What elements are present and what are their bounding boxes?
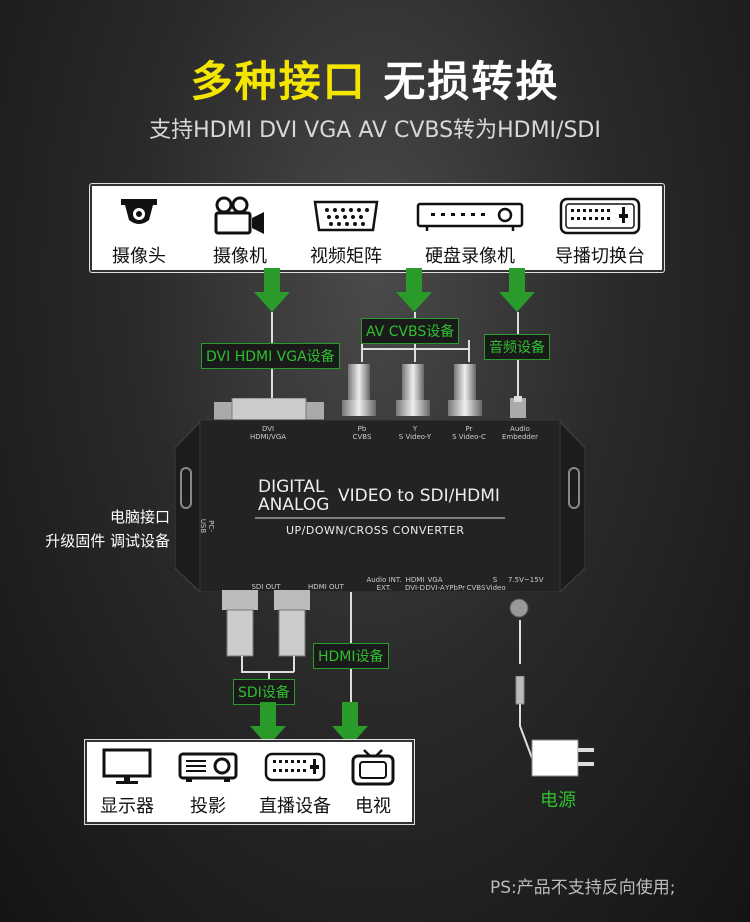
switcher-icon bbox=[559, 197, 641, 235]
connector-line bbox=[414, 340, 416, 362]
output-streaming: 直播设备 bbox=[253, 748, 337, 818]
security-camera-icon bbox=[121, 199, 157, 224]
connector-line bbox=[241, 656, 243, 672]
output-label: 显示器 bbox=[100, 796, 154, 817]
dvi-hdmi-vga-label: DVI HDMI VGA设备 bbox=[201, 343, 340, 369]
device-main-text: VIDEO to SDI/HDMI bbox=[338, 486, 500, 506]
output-devices-panel: 显示器 投影 直播设备 电视 bbox=[85, 740, 414, 824]
page-subtitle: 支持HDMI DVI VGA AV CVBS转为HDMI/SDI bbox=[149, 118, 601, 143]
device-sub-text: UP/DOWN/CROSS CONVERTER bbox=[286, 524, 465, 537]
arrow-down-icon bbox=[254, 268, 290, 312]
sdi-device-label: SDI设备 bbox=[233, 679, 295, 705]
source-devices-panel: 摄像头 摄像机 视频矩阵 硬盘录像机 bbox=[90, 184, 664, 272]
video-camera-icon bbox=[214, 196, 264, 235]
switch-label-cvbs: CVBS bbox=[466, 584, 486, 592]
pc-note-line1: 电脑接口 bbox=[109, 508, 170, 526]
streaming-device-icon bbox=[264, 752, 326, 782]
monitor-icon bbox=[102, 748, 152, 784]
audio-switch-label: Audio INT. EXT. bbox=[366, 576, 402, 592]
connector-line bbox=[468, 340, 470, 362]
port-label-pc-usb: PC-USB bbox=[199, 518, 215, 534]
power-label: 电源 bbox=[540, 790, 576, 811]
connector-line bbox=[414, 312, 416, 318]
source-label: 导播切换台 bbox=[555, 246, 645, 267]
projector-icon bbox=[178, 752, 238, 782]
page-title: 多种接口 无损转换 bbox=[0, 48, 750, 109]
audio-device-label: 音频设备 bbox=[484, 334, 550, 360]
title-part2: 无损转换 bbox=[383, 57, 560, 106]
source-label: 摄像头 bbox=[112, 246, 166, 267]
switch-label-svideo: S Video bbox=[486, 576, 506, 592]
source-label: 摄像机 bbox=[213, 246, 267, 267]
ps-note: PS:产品不支持反向使用; bbox=[490, 878, 676, 898]
device-text-digital: DIGITAL bbox=[258, 477, 325, 497]
av-cvbs-label: AV CVBS设备 bbox=[361, 318, 460, 344]
converter-device bbox=[175, 419, 585, 592]
switch-label-ypbpr: YPbPr bbox=[445, 584, 465, 592]
output-tv: 电视 bbox=[343, 748, 403, 818]
port-label-y: Y S Video-Y bbox=[398, 425, 432, 441]
output-projector: 投影 bbox=[171, 748, 245, 818]
connector-line bbox=[293, 656, 295, 672]
output-label: 直播设备 bbox=[259, 796, 331, 817]
source-switcher: 导播切换台 bbox=[550, 196, 650, 268]
source-security-camera: 摄像头 bbox=[106, 196, 172, 268]
hdmi-device-label: HDMI设备 bbox=[313, 643, 389, 669]
dvr-icon bbox=[416, 202, 524, 231]
power-jack bbox=[509, 598, 529, 618]
port-label-sdi-out: SDI OUT bbox=[251, 583, 281, 591]
port-label-pb: Pb CVBS bbox=[352, 425, 372, 441]
source-dvr: 硬盘录像机 bbox=[410, 196, 530, 268]
power-plug-icon bbox=[515, 676, 594, 777]
bnc-sdi-outputs bbox=[222, 590, 310, 657]
port-label-audio: Audio Embedder bbox=[501, 425, 539, 441]
switch-label-hdmi: HDMI DVI-D bbox=[404, 576, 426, 592]
arrow-down-icon bbox=[396, 268, 432, 312]
audio-jack bbox=[510, 396, 526, 418]
source-label: 硬盘录像机 bbox=[425, 246, 515, 267]
pc-interface-note: 电脑接口 升级固件 调试设备 bbox=[20, 505, 170, 553]
arrow-down-icon bbox=[499, 268, 535, 312]
device-label-digital: DIGITAL ANALOG bbox=[258, 478, 329, 514]
source-video-matrix: 视频矩阵 bbox=[302, 196, 390, 268]
connector-line bbox=[241, 671, 294, 673]
power-in-label: 7.5V~15V bbox=[508, 576, 544, 584]
power-cable bbox=[519, 620, 521, 664]
bnc-input-connectors bbox=[342, 364, 482, 416]
arrow-down-icon bbox=[250, 702, 286, 746]
source-label: 视频矩阵 bbox=[310, 246, 382, 267]
pc-note-line2: 升级固件 调试设备 bbox=[45, 532, 170, 550]
video-matrix-icon bbox=[313, 200, 379, 232]
connector-line bbox=[517, 312, 519, 408]
title-part1: 多种接口 bbox=[190, 57, 367, 106]
tv-icon bbox=[351, 749, 395, 786]
device-text-analog: ANALOG bbox=[258, 495, 330, 515]
output-label: 电视 bbox=[355, 796, 391, 817]
output-monitor: 显示器 bbox=[95, 748, 159, 818]
arrow-down-icon bbox=[332, 702, 368, 746]
source-video-camera: 摄像机 bbox=[202, 196, 278, 268]
port-label-pr: Pr S Video-C bbox=[452, 425, 486, 441]
switch-label-vga: VGA DVI-A bbox=[425, 576, 445, 592]
port-label-hdmi-out: HDMI OUT bbox=[308, 583, 344, 591]
connector-line bbox=[361, 340, 363, 362]
output-label: 投影 bbox=[190, 796, 226, 817]
port-label-dvi: DVI HDMI/VGA bbox=[249, 425, 287, 441]
